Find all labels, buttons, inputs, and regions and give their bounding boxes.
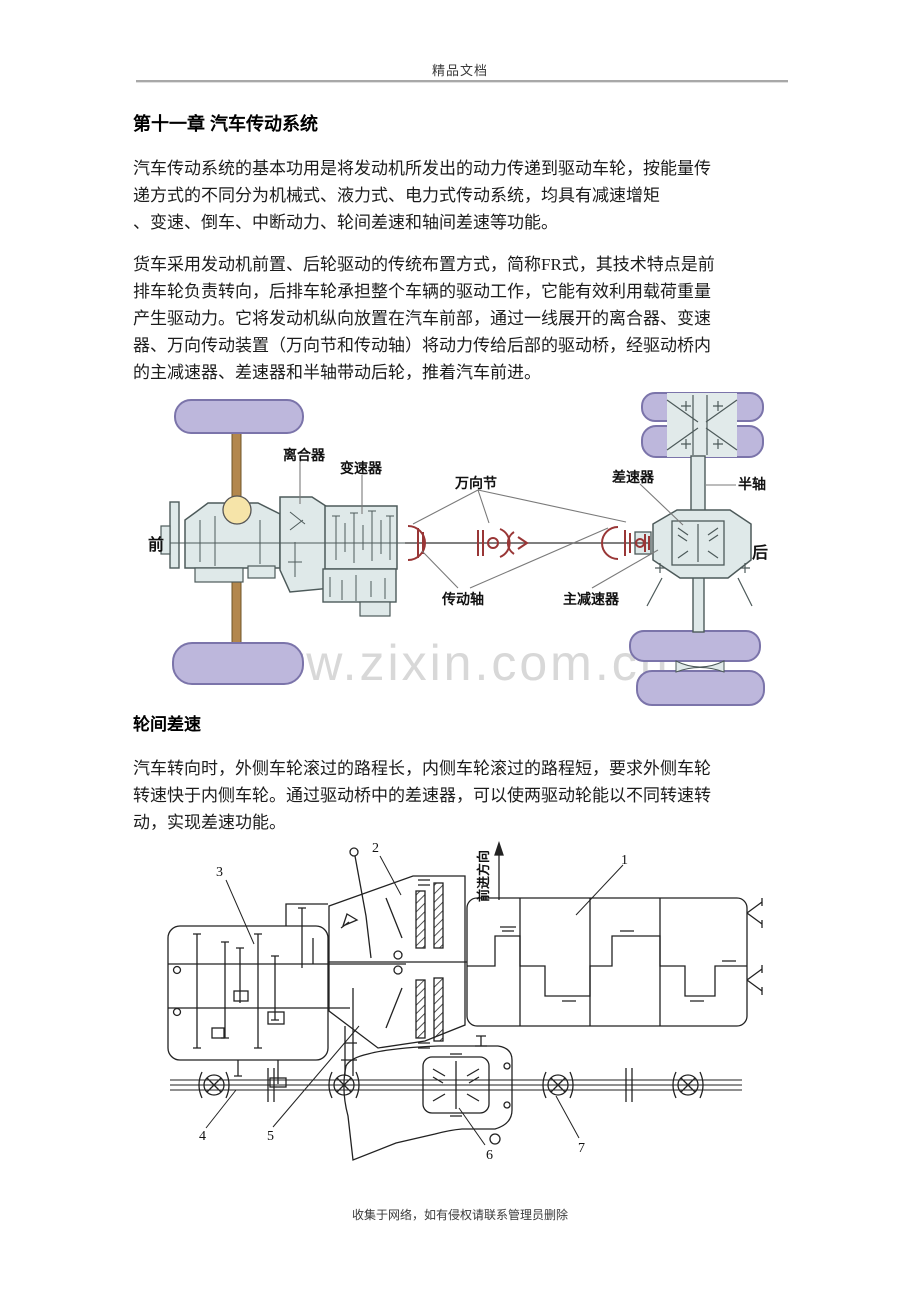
- bell-bearing-2: [503, 1101, 511, 1109]
- rear-wheel-bottom-1: [629, 630, 761, 662]
- page-footer: 收集于网络，如有侵权请联系管理员删除: [351, 1208, 568, 1222]
- shift-lever-knob: [349, 847, 359, 857]
- shift-lever: [354, 855, 372, 959]
- gearbox-top-notch: [285, 903, 328, 926]
- part-number-5: 5: [267, 1129, 274, 1144]
- front-wheel-bottom: [172, 642, 304, 685]
- gearbox-gears: [172, 907, 314, 1088]
- part-number-2: 2: [372, 841, 379, 856]
- paragraph-2: 货车采用发动机前置、后轮驱动的传统布置方式，简称FR式，其技术特点是前 排车轮负…: [133, 255, 715, 382]
- rear-axle-housing-top: [667, 393, 737, 457]
- flywheel-hatched-2: [415, 979, 426, 1039]
- part-number-1: 1: [621, 853, 628, 868]
- radiator-fan: [169, 501, 180, 569]
- pressure-plate-hatched-2: [433, 977, 444, 1042]
- frame-fork-1: [746, 898, 763, 928]
- clutch-housing-outline: [328, 875, 466, 1049]
- engine-sump-1: [194, 567, 244, 583]
- clutch-springs: [418, 879, 430, 1049]
- frame-steps: [467, 935, 747, 997]
- paragraph-1: 汽车传动系统的基本功用是将发动机所发出的动力传递到驱动车轮，按能量传 递方式的不…: [133, 159, 711, 232]
- label-front: 前: [148, 535, 164, 554]
- fan-hub: [160, 525, 171, 555]
- drain-plug: [489, 1133, 501, 1145]
- header-divider: [136, 80, 788, 83]
- universal-joints: [407, 525, 650, 561]
- engine-sump-2: [247, 565, 276, 579]
- front-wheel-top: [174, 399, 304, 434]
- part-number-3: 3: [216, 865, 223, 880]
- direction-arrow-head: [494, 840, 504, 856]
- label-clutch: 离合器: [283, 447, 326, 463]
- rear-housing-gears-top: [666, 395, 738, 455]
- leader-lines: [299, 462, 736, 589]
- transmission-lower-case: [322, 568, 397, 603]
- frame-dividers: [519, 898, 661, 1026]
- direction-label: 前进方向: [476, 850, 491, 902]
- part-number-4: 4: [199, 1129, 206, 1144]
- drivetrain-layout-diagram: 前 离合器 变速器 万向节 传动轴 主减速器 差速器 半轴 后: [148, 392, 768, 706]
- rear-wheel-pinch: [675, 660, 725, 673]
- rear-wheel-bottom-2: [636, 670, 765, 706]
- diff-bevels: [432, 1053, 480, 1117]
- frame-ticks: [500, 926, 736, 1002]
- paragraph-3: 汽车转向时，外侧车轮滚过的路程长，内侧车轮滚过的路程短，要求外侧车轮 转速快于内…: [133, 759, 711, 832]
- label-half-shaft: 半轴: [738, 476, 766, 492]
- part-number-6: 6: [486, 1148, 493, 1163]
- part-number-7: 7: [578, 1141, 585, 1156]
- flywheel-hatched-1: [415, 890, 426, 949]
- frame-fork-2: [746, 965, 763, 995]
- label-gearbox: 变速器: [340, 460, 383, 476]
- page-header: 精品文档: [431, 63, 488, 78]
- differential-schematic-diagram: 前进方向 1 2 3 4 5 6 7: [167, 840, 763, 1163]
- section-heading: 轮间差速: [133, 715, 201, 734]
- bell-top-tab: [475, 1035, 487, 1047]
- label-driveshaft: 传动轴: [441, 591, 484, 607]
- pto-shaft: [341, 988, 357, 1076]
- label-differential: 差速器: [612, 469, 655, 485]
- diff-inner-box: [422, 1056, 490, 1114]
- gearbox-case: [167, 925, 329, 1061]
- air-filter: [222, 495, 252, 525]
- pressure-plate-hatched-1: [433, 882, 444, 949]
- label-ujoint: 万向节: [454, 475, 497, 491]
- number-leaders: [205, 855, 624, 1146]
- transmission-tail-case: [359, 601, 391, 617]
- differential-bevel-gears: [646, 524, 753, 607]
- chapter-title: 第十一章 汽车传动系统: [133, 114, 318, 134]
- lever-pivot: [340, 913, 359, 929]
- half-shaft-upper: [690, 455, 706, 515]
- release-bearing-2: [393, 965, 403, 975]
- bell-bearing-1: [503, 1062, 511, 1070]
- label-rear: 后: [752, 544, 768, 562]
- gearbox-shafts: [168, 963, 406, 1009]
- fork-lines: [385, 897, 403, 1029]
- axle-joints: [198, 1068, 704, 1102]
- gear-internals: [170, 510, 405, 601]
- label-final-drive: 主减速器: [563, 591, 620, 607]
- half-shaft-lower: [692, 575, 705, 633]
- release-bearing-1: [393, 950, 403, 960]
- bell-housing: [343, 1045, 513, 1161]
- frame-outline: [466, 897, 748, 1027]
